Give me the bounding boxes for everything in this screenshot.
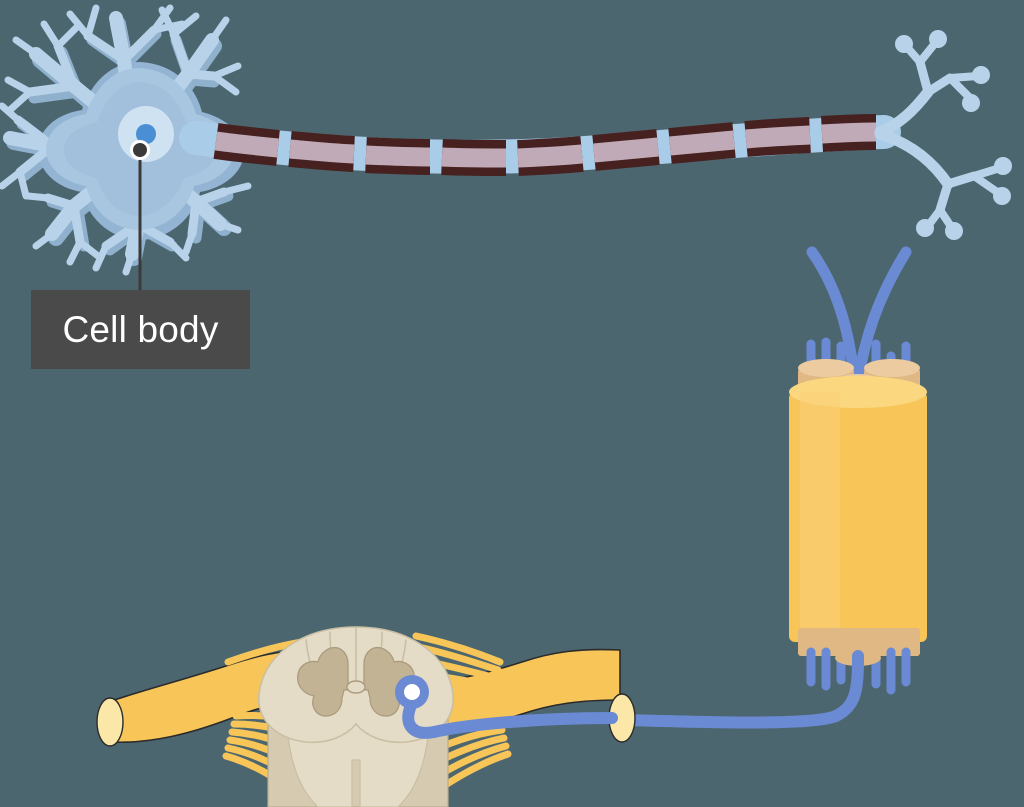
motor-neuron-axon (402, 702, 618, 739)
terminal-knobs (895, 30, 1012, 240)
muscle-fiber-bundle (789, 246, 927, 695)
label-leader-group (130, 140, 150, 296)
neuron-cell (0, 4, 1012, 276)
label-cell-body-text: Cell body (62, 309, 219, 350)
gray-matter (297, 646, 415, 717)
leader-dot (133, 143, 147, 157)
muscle-body-highlight (800, 392, 840, 642)
spinal-cord-assembly (96, 626, 636, 807)
spinal-nerve-left-cut (96, 697, 124, 747)
myelin-inner-segments (214, 122, 877, 168)
motor-nerve-fiber (620, 650, 864, 729)
nucleolus (136, 124, 156, 144)
central-canal (346, 680, 366, 694)
axon (179, 114, 901, 176)
motor-neuron-nucleus (404, 684, 420, 700)
label-cell-body[interactable]: Cell body (31, 290, 250, 369)
